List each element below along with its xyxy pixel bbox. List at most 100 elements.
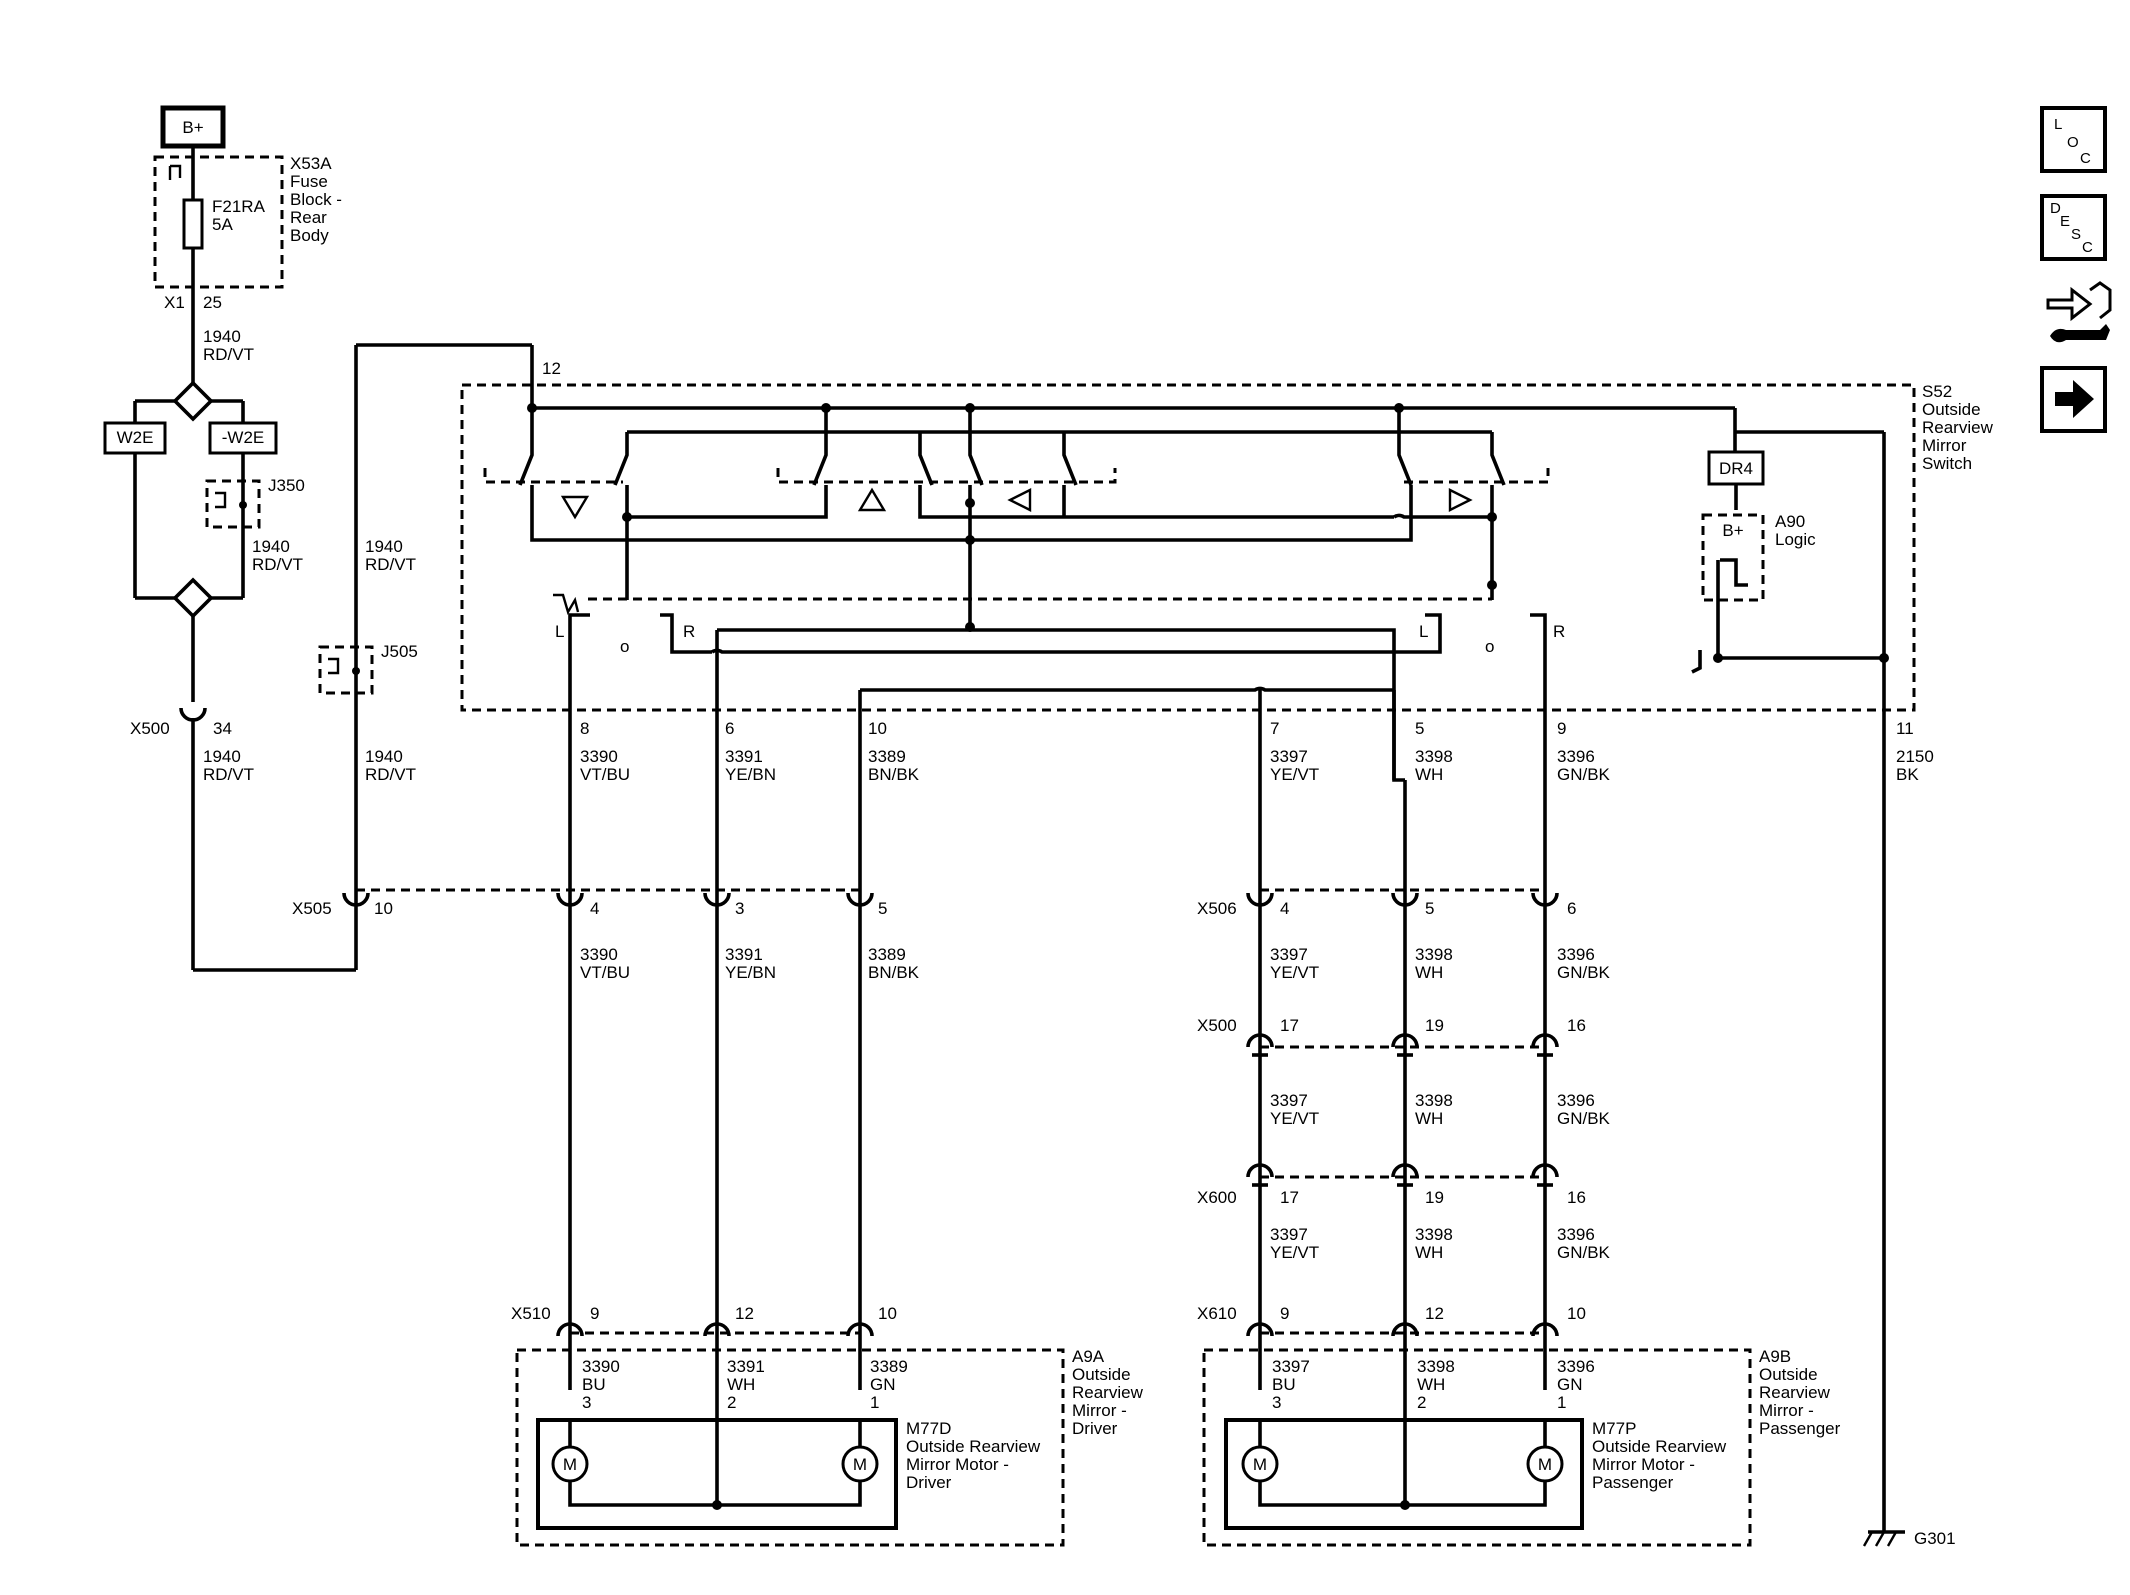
lr-label-5: o [1485,637,1494,656]
switch-name-2: Rearview [1922,418,1994,437]
ground-g301: G301 [1862,1490,1956,1548]
pas2-circuit-c: 3398 [1415,1091,1453,1110]
lr-label-1: L [555,622,564,641]
pas1-circuit-a: 3397 [1270,747,1308,766]
driver-mirror-name-3: Mirror - [1072,1401,1127,1420]
fuse-block-ref: X53A [290,154,332,173]
passenger-mirror-name-2: Rearview [1759,1383,1831,1402]
nav-loc-button[interactable]: L O C [2040,106,2107,173]
pas1-circuit-b: 3397 [1270,945,1308,964]
pas1-color-d: YE/VT [1270,1243,1319,1262]
fuse-f21ra [182,198,204,250]
pas2-x500-pin: 19 [1425,1016,1444,1035]
pas2-x506-pin: 5 [1425,899,1434,918]
pas3-circuit-d: 3396 [1557,1225,1595,1244]
drv3-x505-pin: 5 [878,899,887,918]
drv3-x510-pin: 10 [878,1304,897,1323]
pas2-circuit-d: 3398 [1415,1225,1453,1244]
switch-name-1: Outside [1922,400,1981,419]
pas2-circuit-a: 3398 [1415,747,1453,766]
driver-mirror-name-4: Driver [1072,1419,1118,1438]
fuse-block-name-3: Rear [290,208,327,227]
drv2-x510-pin: 12 [735,1304,754,1323]
drv1-motor-color: BU [582,1375,606,1394]
pas3-circuit-b: 3396 [1557,945,1595,964]
drv2-motor-color: WH [727,1375,755,1394]
loc-letter-c: C [2080,150,2091,167]
x610-ref: X610 [1197,1304,1237,1323]
switch-outline [460,383,1916,712]
feed-circuit-j505-low: 1940 [365,747,403,766]
pas1-x506-pin: 4 [1280,899,1289,918]
drv3-circuit-b: 3389 [868,945,906,964]
pas2-color-a: WH [1415,765,1443,784]
lr-label-3: R [683,622,695,641]
feed-circuit-top: 1940 [203,327,241,346]
pas1-circuit-c: 3397 [1270,1091,1308,1110]
drv3-motor-circuit: 3389 [870,1357,908,1376]
fuse-block-name-4: Body [290,226,329,245]
drv3-circuit-a: 3389 [868,747,906,766]
option-not-w2e: -W2E [222,428,265,447]
drv2-x505-pin: 3 [735,899,744,918]
drv2-color-a: YE/BN [725,765,776,784]
drv3-color-b: BN/BK [868,963,920,982]
pas2-sw-pin: 5 [1415,719,1424,738]
nav-desc-button[interactable]: D E S C [2040,194,2107,261]
connector-wrench-icon[interactable] [2046,281,2112,343]
splice-j505 [318,645,374,695]
pas3-color-d: GN/BK [1557,1243,1611,1262]
pas2-x610-pin: 12 [1425,1304,1444,1323]
feed-circuit-j505: 1940 [365,537,403,556]
drv1-circuit-a: 3390 [580,747,618,766]
pas2-motor-circuit: 3398 [1417,1357,1455,1376]
driver-motor-ref: M77D [906,1419,951,1438]
pas1-x610-pin: 9 [1280,1304,1289,1323]
ground-circuit: 2150 [1896,747,1934,766]
drv3-sw-pin: 10 [868,719,887,738]
x500-top-ref: X500 [130,719,170,738]
drv2-motor-pin: 2 [727,1393,736,1412]
desc-letter-d: D [2050,200,2061,217]
passenger-motor-name-3: Passenger [1592,1473,1674,1492]
pas1-x600-pin: 17 [1280,1188,1299,1207]
j505-label: J505 [381,642,418,661]
drv2-circuit-a: 3391 [725,747,763,766]
pas1-motor-color: BU [1272,1375,1296,1394]
pas1-color-a: YE/VT [1270,765,1319,784]
feed-color-low: RD/VT [203,765,254,784]
drv2-circuit-b: 3391 [725,945,763,964]
desc-letter-s: S [2071,226,2081,243]
drv1-color-b: VT/BU [580,963,630,982]
switch-feed: 12 1940 RD/VT J505 1940 RD/VT [318,343,561,970]
drv1-motor-pin: 3 [582,1393,591,1412]
passenger-motor-2-symbol: M [1538,1455,1552,1474]
pas3-motor-color: GN [1557,1375,1583,1394]
drv3-color-a: BN/BK [868,765,920,784]
pas2-motor-color: WH [1417,1375,1445,1394]
passenger-mirror-outline [1202,1348,1752,1547]
pas3-x600-pin: 16 [1567,1188,1586,1207]
driver-mirror-name-1: Outside [1072,1365,1131,1384]
passenger-mirror-ref: A9B [1759,1347,1791,1366]
pas3-motor-pin: 1 [1557,1393,1566,1412]
passenger-mirror-name-1: Outside [1759,1365,1818,1384]
fuse-block-name-2: Block - [290,190,342,209]
pas1-motor-pin: 3 [1272,1393,1281,1412]
passenger-motor-name-1: Outside Rearview [1592,1437,1727,1456]
pas1-motor-circuit: 3397 [1272,1357,1310,1376]
pas2-x600-pin: 19 [1425,1188,1444,1207]
switch-name-4: Switch [1922,454,1972,473]
feed-circuit-mid: 1940 [252,537,290,556]
driver-motor-name-2: Mirror Motor - [906,1455,1009,1474]
nav-next-button[interactable] [2040,366,2107,433]
passenger-mirror-name-4: Passenger [1759,1419,1841,1438]
lr-label-6: R [1553,622,1565,641]
loc-letter-o: O [2067,134,2079,151]
loc-letter-l: L [2054,116,2062,133]
passenger-motor-1-symbol: M [1253,1455,1267,1474]
switch-ref: S52 [1922,382,1952,401]
drv1-x510-pin: 9 [590,1304,599,1323]
drv1-color-a: VT/BU [580,765,630,784]
drv1-circuit-b: 3390 [580,945,618,964]
